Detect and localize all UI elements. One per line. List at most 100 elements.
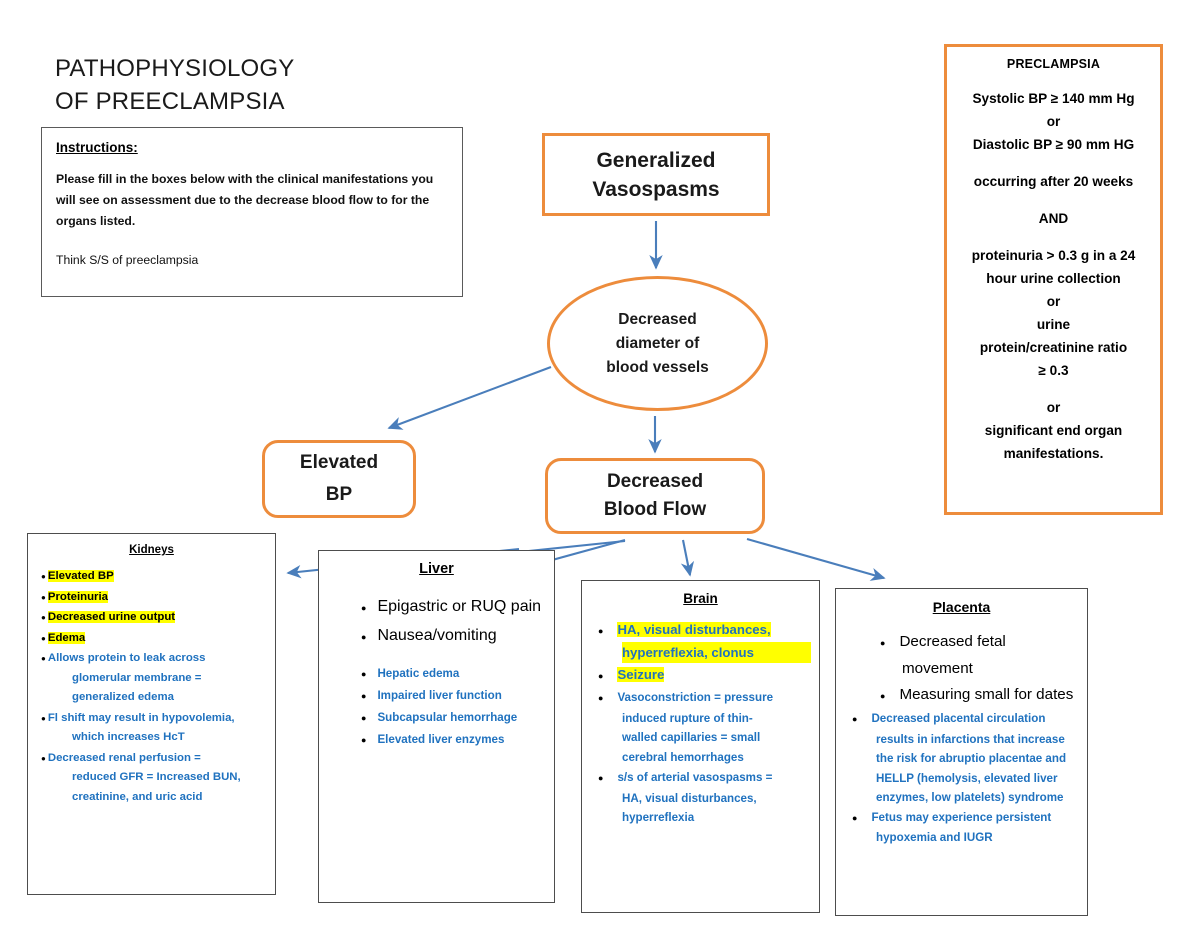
list-item-text: Elevated liver enzymes (377, 733, 505, 746)
spacer (953, 156, 1154, 170)
criteria-line: Systolic BP ≥ 140 mm Hg or Diastolic BP … (972, 91, 1135, 152)
list-item: Measuring small for dates (846, 682, 1079, 709)
list-item-text: Allows protein to leak across (47, 652, 206, 664)
criteria-line: or significant end organ manifestations. (984, 400, 1123, 461)
node-decreased-blood-flow[interactable]: Decreased Blood Flow (545, 458, 765, 534)
spacer (953, 382, 1154, 396)
list-item-continuation: generalized edema (72, 691, 174, 703)
arrow-bloodflow-to-brain (680, 539, 695, 577)
page-title: PATHOPHYSIOLOGY OF PREECLAMPSIA (55, 55, 295, 115)
list-item-text: Seizure (617, 667, 665, 682)
list-item-text: Vasoconstriction = pressure (617, 691, 774, 704)
list-item-text: Decreased renal perfusion = (47, 751, 201, 764)
list-item-text: Impaired liver function (377, 689, 502, 702)
bullet-icon (361, 711, 377, 724)
node-decreased-diameter[interactable]: Decreased diameter of blood vessels (547, 276, 768, 411)
organ-box-kidneys[interactable]: Kidneys Elevated BP ProteinuriaDecreased … (27, 533, 276, 895)
list-item-text: Hepatic edema (377, 667, 460, 680)
node-elevated-bp[interactable]: Elevated BP (262, 440, 416, 518)
list-item: Subcapsular hemorrhage (351, 707, 546, 729)
bullet-icon (598, 667, 617, 682)
list-item: Edema (36, 629, 267, 649)
list-item: Epigastric or RUQ pain (351, 593, 546, 622)
list-item-text: Nausea/vomiting (377, 627, 497, 644)
list-item-continuation: hyperreflexia (622, 811, 695, 824)
list-item-text: Edema (47, 631, 86, 644)
list-item-text: Decreased fetal movement (899, 633, 1006, 677)
organ-title: Brain (683, 591, 718, 606)
list-item: Allows protein to leak across glomerular … (36, 649, 267, 708)
list-item: HA, visual disturbances, hyperreflexia, c… (592, 619, 811, 663)
list-item: Decreased renal perfusion =reduced GFR =… (36, 749, 267, 808)
list-item: Seizure (592, 664, 811, 687)
bullet-icon (880, 686, 899, 703)
instructions-heading: Instructions: (56, 140, 138, 155)
bullet-icon (41, 570, 48, 582)
list-item: Decreased fetal movement (846, 629, 1079, 682)
list-item-continuation: hypoxemia and IUGR (876, 831, 993, 844)
instructions-box: Instructions: Please fill in the boxes b… (41, 127, 463, 297)
list-item-continuation: which increases HcT (72, 731, 185, 743)
bullet-icon (41, 712, 48, 724)
node-label: Decreased diameter of blood vessels (606, 310, 709, 376)
list-item: Vasoconstriction = pressure induced ruptu… (592, 688, 811, 767)
list-item-text: Elevated BP (47, 570, 114, 582)
list-item (351, 651, 546, 663)
list-item: Elevated liver enzymes (351, 729, 546, 751)
list-item: Hepatic edema (351, 663, 546, 685)
organ-list: Decreased fetal movementMeasuring small … (844, 629, 1079, 848)
list-item-continuation: walled capillaries = small (622, 731, 761, 744)
arrow-diameter-to-elevated-bp (387, 366, 552, 430)
organ-title: Kidneys (129, 544, 174, 556)
bullet-icon (598, 691, 617, 704)
list-item: Fetus may experience persistent hypoxemia… (846, 808, 1079, 848)
preeclampsia-criteria-box: PRECLAMPSIA Systolic BP ≥ 140 mm Hg or D… (944, 44, 1163, 515)
bullet-icon (852, 811, 871, 824)
list-item-text: Subcapsular hemorrhage (377, 711, 518, 724)
organ-list: Epigastric or RUQ painNausea/vomitingHep… (327, 593, 546, 751)
instructions-note: Think S/S of preeclampsia (56, 253, 199, 267)
list-item-continuation: the risk for abruptio placentae and (876, 752, 1067, 765)
bullet-icon (41, 591, 48, 603)
organ-title: Placenta (932, 599, 991, 615)
criteria-line: proteinuria > 0.3 g in a 24 hour urine c… (971, 248, 1136, 378)
list-item-text: Proteinuria (47, 590, 108, 603)
list-item-text: Measuring small for dates (899, 686, 1074, 703)
list-item-text: s/s of arterial vasospasms = (617, 771, 773, 784)
bullet-icon (361, 667, 377, 680)
node-label: Generalized Vasospasms (592, 148, 720, 201)
list-item: s/s of arterial vasospasms =HA, visual d… (592, 768, 811, 828)
node-generalized-vasospasms[interactable]: Generalized Vasospasms (542, 133, 770, 216)
node-label: Elevated BP (299, 452, 379, 505)
list-item-continuation: glomerular membrane = (72, 671, 202, 684)
list-item: Decreased urine output (36, 608, 267, 628)
list-item-text: Decreased urine output (47, 611, 176, 623)
bullet-icon (361, 598, 377, 615)
list-item-continuation: induced rupture of thin- (622, 711, 753, 725)
list-item-continuation: hyperreflexia, clonus (622, 642, 811, 663)
list-item: Elevated BP (36, 567, 267, 587)
bullet-icon (598, 771, 617, 784)
spacer (953, 230, 1154, 244)
bullet-icon (852, 712, 871, 725)
list-item: Impaired liver function (351, 685, 546, 707)
instructions-body: Please fill in the boxes below with the … (56, 172, 434, 228)
node-label: Decreased Blood Flow (603, 471, 707, 520)
criteria-line: occurring after 20 weeks (973, 174, 1134, 189)
list-item-text: Fetus may experience persistent (871, 810, 1052, 824)
bullet-icon (598, 622, 617, 637)
organ-list: Elevated BP ProteinuriaDecreased urine ou… (36, 567, 267, 807)
organ-box-placenta[interactable]: Placenta Decreased fetal movementMeasuri… (835, 588, 1088, 916)
organ-box-brain[interactable]: Brain HA, visual disturbances, hyperrefle… (581, 580, 820, 913)
list-item-continuation: HELLP (hemolysis, elevated liver (876, 771, 1058, 785)
organ-box-liver[interactable]: Liver Epigastric or RUQ painNausea/vomit… (318, 550, 555, 903)
list-item-text: HA, visual disturbances, (617, 622, 771, 637)
list-item: Proteinuria (36, 588, 267, 608)
spacer (953, 193, 1154, 207)
bullet-icon (880, 633, 899, 650)
list-item-continuation: cerebral hemorrhages (622, 750, 744, 764)
list-item-continuation: results in infarctions that increase (876, 732, 1065, 746)
arrow-bloodflow-to-placenta (746, 537, 886, 581)
